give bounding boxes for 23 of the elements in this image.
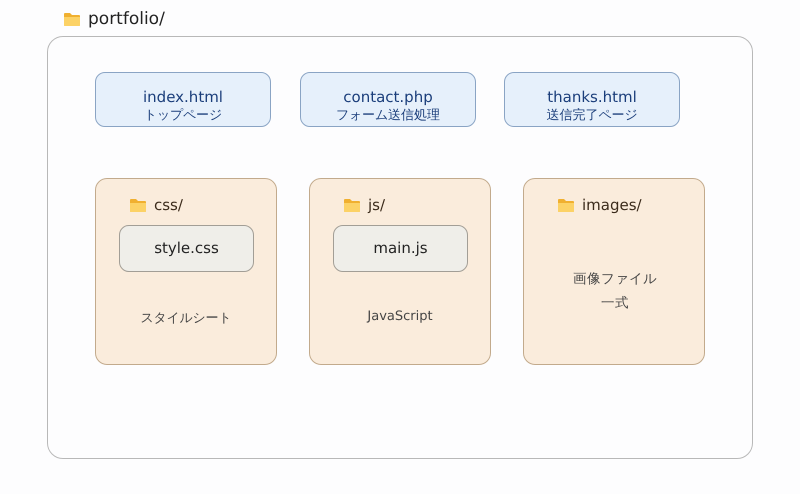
file-box xyxy=(300,72,476,127)
file-name: index.html xyxy=(142,88,224,106)
folder-name: js/ xyxy=(368,196,386,214)
file-name: thanks.html xyxy=(546,88,638,106)
folder-description: スタイルシート xyxy=(140,310,232,327)
folder-box xyxy=(309,178,491,365)
folder-label: portfolio/ xyxy=(88,9,165,29)
file-description: トップページ xyxy=(143,107,223,124)
file-name: contact.php xyxy=(342,88,434,106)
folder-description: JavaScript xyxy=(366,309,434,324)
file-box xyxy=(504,72,680,127)
file-name: style.css xyxy=(153,238,220,259)
file-description: フォーム送信処理 xyxy=(335,107,441,124)
folder-box xyxy=(95,178,277,365)
folder-name: images/ xyxy=(582,196,642,214)
folder-box xyxy=(523,178,705,365)
folder-description: 画像ファイル一式 xyxy=(572,270,658,313)
file-box xyxy=(333,225,468,272)
file-description: 送信完了ページ xyxy=(546,107,638,124)
file-name: main.js xyxy=(372,238,429,259)
file-box xyxy=(119,225,254,272)
folder-name: css/ xyxy=(154,196,183,214)
file-box xyxy=(95,72,271,127)
